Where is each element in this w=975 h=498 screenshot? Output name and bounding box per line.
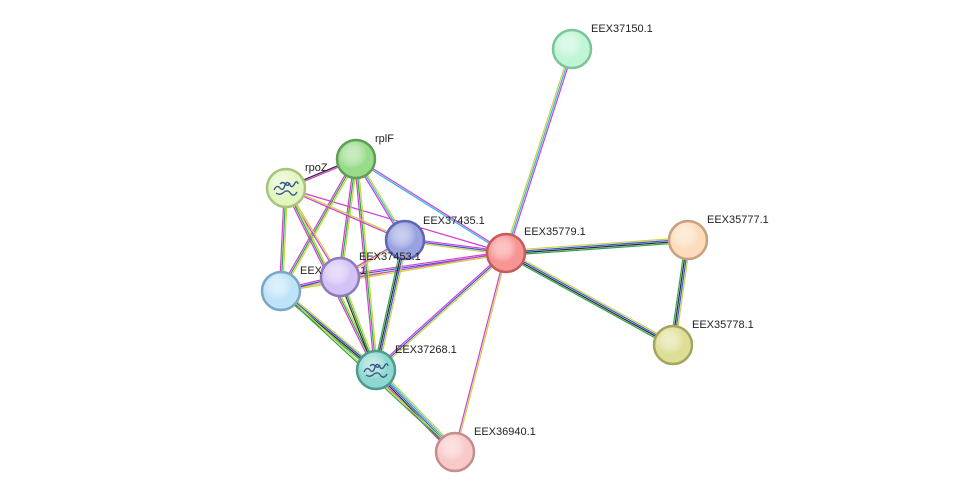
edge-strand xyxy=(506,49,575,254)
node-rplf[interactable] xyxy=(335,138,377,180)
node-label-eex37150-1: EEX37150.1 xyxy=(591,23,653,35)
nodes-layer xyxy=(260,28,709,473)
edge-strand xyxy=(374,239,405,370)
node-label-rpoz: rpoZ xyxy=(305,162,328,174)
edge-eex35779-1-rplf[interactable] xyxy=(355,157,507,255)
node-label-eex36940-1: EEX36940.1 xyxy=(474,426,536,438)
edge-eex35779-1-eex35777-1[interactable] xyxy=(505,237,689,256)
node-highlight xyxy=(387,222,423,258)
node-highlight xyxy=(322,259,358,295)
edge-strand xyxy=(339,250,506,277)
node-eex37268-1[interactable] xyxy=(355,349,397,391)
node-highlight xyxy=(268,170,304,206)
node-eex35778-1[interactable] xyxy=(652,324,694,366)
node-highlight xyxy=(358,352,394,388)
edge-eex35779-1-rpoz[interactable] xyxy=(285,187,507,254)
node-label-eex37453-1: EEX37453.1 xyxy=(359,251,421,263)
edge-eex37435-1-eex37268-1[interactable] xyxy=(373,239,408,371)
edge-strand xyxy=(374,251,506,370)
edge-strand xyxy=(281,289,377,370)
node-label-eex37268-1: EEX37268.1 xyxy=(395,344,457,356)
edge-strand xyxy=(376,240,407,371)
protein-structure-icon xyxy=(273,181,299,196)
edge-strand xyxy=(455,253,508,453)
edge-strand xyxy=(377,240,408,371)
node-highlight xyxy=(670,222,706,258)
labels-layer: EEX37150.1rplFrpoZEEX35777.1EEX35778.1EE… xyxy=(300,23,769,438)
node-label-rplf: rplF xyxy=(375,133,394,145)
edge-strand xyxy=(355,159,506,255)
node-label-eex37435-1: EEX37435.1 xyxy=(423,215,485,227)
edge-strand xyxy=(505,253,673,347)
edge-eex35779-1-eex37268-1[interactable] xyxy=(374,251,508,372)
node-label-eex35779-1: EEX35779.1 xyxy=(524,226,586,238)
protein-structure-icon xyxy=(363,363,389,378)
node-eex37435-1[interactable] xyxy=(384,219,426,261)
edge-strand xyxy=(506,240,689,255)
edge-strand xyxy=(286,186,406,240)
node-highlight xyxy=(437,434,473,470)
node-label-eex35777-1: EEX35777.1 xyxy=(707,214,769,226)
edge-eex35779-1-eex37150-1[interactable] xyxy=(503,48,575,254)
edge-strand xyxy=(285,187,507,254)
edge-strand xyxy=(504,254,673,348)
edge-strand xyxy=(506,250,675,344)
node-rpoz[interactable] xyxy=(265,167,307,209)
edge-strand xyxy=(503,48,572,253)
edge-rpoz-eex37435-1[interactable] xyxy=(285,186,406,242)
edge-eex35779-1-eex36940-1[interactable] xyxy=(453,252,508,453)
edge-strand xyxy=(356,158,379,370)
edge-strand xyxy=(506,251,674,345)
edge-strand xyxy=(375,252,507,371)
edge-strand xyxy=(376,253,508,372)
edge-strand xyxy=(505,48,573,254)
node-label-eex35778-1: EEX35778.1 xyxy=(692,319,754,331)
node-highlight xyxy=(655,327,691,363)
edge-eex35779-1-eex35778-1[interactable] xyxy=(504,250,675,348)
node-eex35779-1[interactable] xyxy=(485,232,527,274)
node-highlight xyxy=(338,141,374,177)
edge-strand xyxy=(282,288,378,369)
node-eex35777-1[interactable] xyxy=(667,219,709,261)
edge-strand xyxy=(373,239,404,370)
node-eex37150-1[interactable] xyxy=(551,28,593,70)
edge-strand xyxy=(506,241,689,256)
edge-strand xyxy=(505,238,688,253)
edge-strand xyxy=(279,157,356,291)
edge-strand xyxy=(281,159,358,293)
edge-strand xyxy=(355,158,377,371)
node-label-suffix-eex-left: 1 xyxy=(360,265,366,277)
node-highlight xyxy=(488,235,524,271)
edge-strand xyxy=(285,188,405,242)
node-eex-left[interactable] xyxy=(260,270,302,312)
node-highlight xyxy=(263,273,299,309)
node-eex37453-1[interactable] xyxy=(319,256,361,298)
node-highlight xyxy=(554,31,590,67)
edge-strand xyxy=(281,253,507,293)
edge-strand xyxy=(453,252,506,452)
edge-strand xyxy=(280,158,357,292)
edge-rplf-eex-left[interactable] xyxy=(279,157,358,293)
edge-strand xyxy=(356,157,507,253)
edges-layer xyxy=(278,48,691,455)
edge-strand xyxy=(505,237,688,252)
node-label-eex-left: EEX xyxy=(300,265,323,277)
node-eex36940-1[interactable] xyxy=(434,431,476,473)
